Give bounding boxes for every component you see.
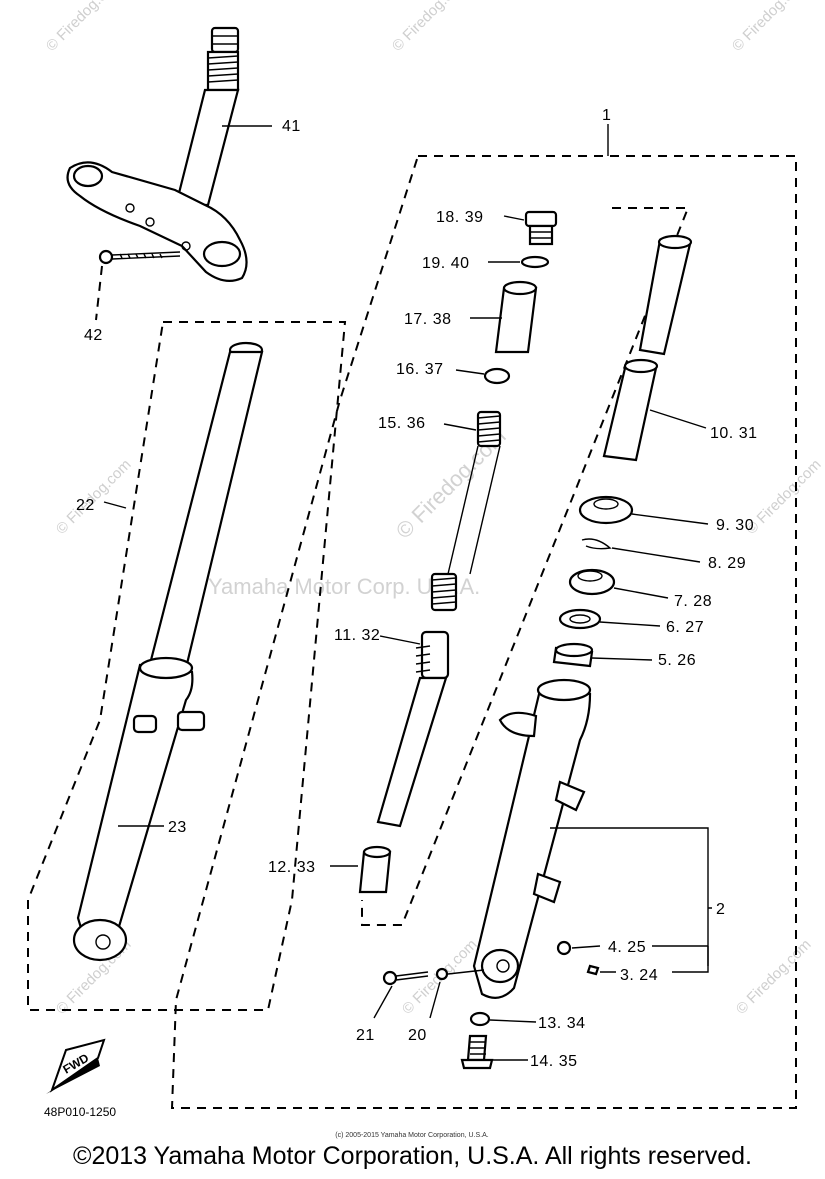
watermark-site: © Firedog.com <box>389 0 471 55</box>
part-washer-20 <box>435 967 449 981</box>
part-gasket <box>556 940 572 956</box>
part-cap-bolt <box>503 210 558 246</box>
fork-assembly-left <box>27 321 347 1011</box>
label-part-14: 14. 35 <box>530 1053 577 1070</box>
label-part-20: 20 <box>408 1027 427 1044</box>
part-axle-pinch-bolt <box>373 970 429 1019</box>
label-part-21: 21 <box>356 1027 375 1044</box>
label-part-2: 2 <box>716 901 725 918</box>
label-part-22: 22 <box>76 497 95 514</box>
label-part-6: 6. 27 <box>666 619 704 636</box>
diagram-reference-number: 48P010-1250 <box>44 1105 116 1119</box>
label-part-15: 15. 36 <box>378 415 425 432</box>
part-outer-tube <box>472 678 712 999</box>
small-copyright: (c) 2005-2015 Yamaha Motor Corporation, … <box>335 1132 488 1139</box>
footer-copyright: ©2013 Yamaha Motor Corporation, U.S.A. A… <box>73 1142 752 1170</box>
part-copper-washer <box>469 1011 491 1027</box>
watermark-site: © Firedog.com <box>743 456 825 538</box>
part-washer <box>558 608 602 630</box>
part-drain-bolt <box>586 964 600 976</box>
part-damper-bolt <box>460 1034 528 1070</box>
label-part-9: 9. 30 <box>716 517 754 534</box>
label-part-5: 5. 26 <box>658 652 696 669</box>
part-damper-rod <box>376 630 450 828</box>
label-part-4: 4. 25 <box>608 939 646 956</box>
label-part-17: 17. 38 <box>404 311 451 328</box>
label-part-42: 42 <box>84 327 103 344</box>
label-part-10: 10. 31 <box>710 425 757 442</box>
part-retaining-clip <box>581 538 612 550</box>
watermark-site: © Firedog.com <box>43 0 125 55</box>
part-dust-seal <box>578 495 709 525</box>
label-part-8: 8. 29 <box>708 555 746 572</box>
label-part-18: 18. 39 <box>436 209 483 226</box>
label-part-12: 12. 33 <box>268 859 315 876</box>
label-part-1: 1 <box>602 107 611 124</box>
part-spring-seat <box>483 367 511 385</box>
exploded-group-boundary <box>170 155 797 1109</box>
label-part-41: 41 <box>282 118 301 135</box>
watermark-site: © Firedog.com <box>733 936 815 1018</box>
watermark-site: © Firedog.com <box>729 0 811 55</box>
part-spacer <box>470 280 538 354</box>
label-part-3: 3. 24 <box>620 967 658 984</box>
part-o-ring <box>520 255 550 269</box>
label-part-23: 23 <box>168 819 187 836</box>
watermark-layer: © Firedog.com © Firedog.com © Firedog.co… <box>43 0 825 1018</box>
fwd-arrow-icon <box>46 1038 106 1094</box>
part-slide-metal <box>552 642 653 668</box>
steering-stem-assembly <box>66 26 272 321</box>
part-taper-spindle <box>330 845 392 894</box>
label-part-16: 16. 37 <box>396 361 443 378</box>
label-part-13: 13. 34 <box>538 1015 585 1032</box>
part-oil-seal <box>568 568 669 599</box>
label-part-19: 19. 40 <box>422 255 469 272</box>
label-part-7: 7. 28 <box>674 593 712 610</box>
part-inner-tube <box>602 234 707 462</box>
part-fork-spring <box>430 410 502 612</box>
label-part-11: 11. 32 <box>334 627 380 644</box>
